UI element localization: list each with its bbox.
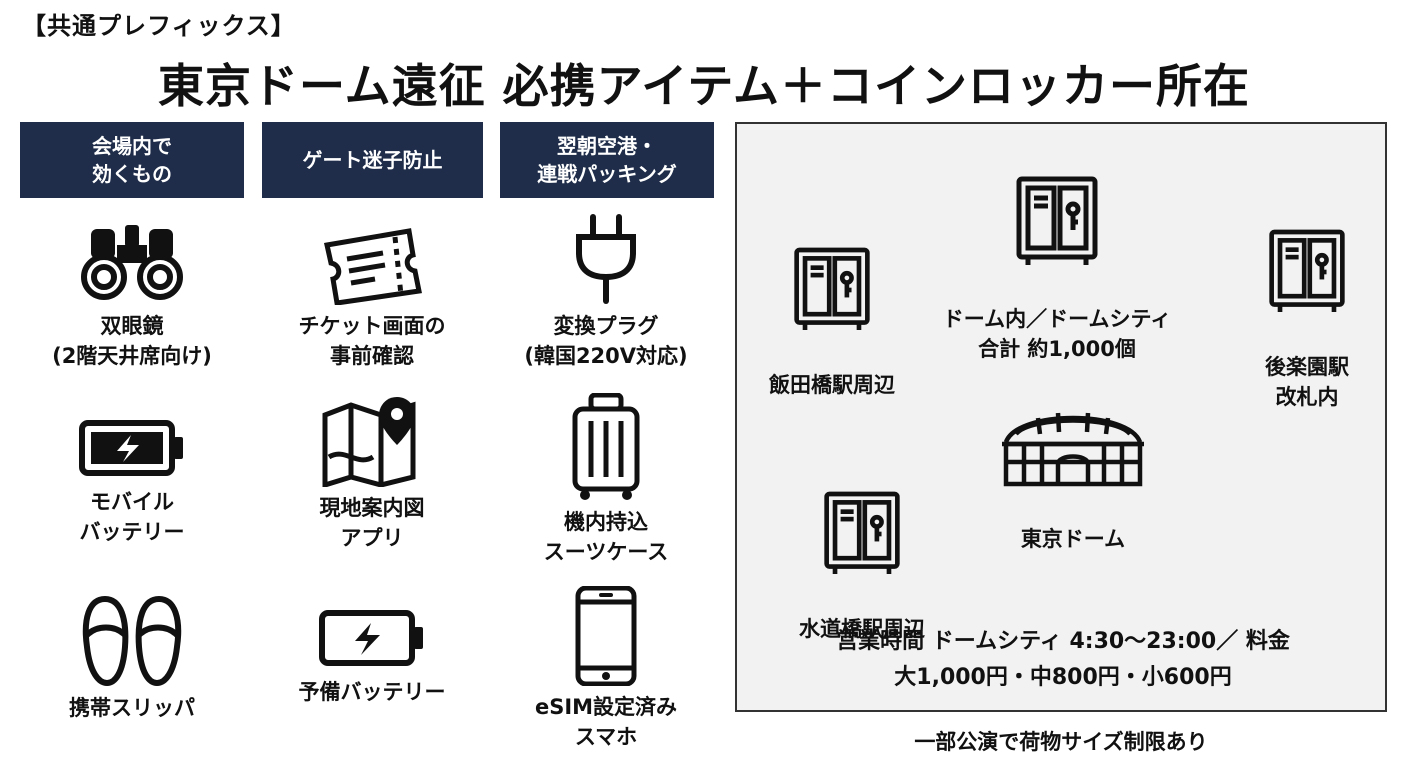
item-carry-on-suitcase: 機内持込 スーツケース [494,393,718,567]
item-slippers: 携帯スリッパ [20,595,244,723]
item-label: 機内持込 スーツケース [543,510,669,564]
item-label: 予備バッテリー [298,680,446,704]
location-label: ドーム内／ドームシティ 合計 約1,000個 [942,307,1172,361]
binoculars-icon [81,225,183,300]
locker-korakuen: 後楽園駅 改札内 [1237,198,1377,442]
size-limit-note: 一部公演で荷物サイズ制限あり [914,730,1208,754]
locker-dome-city: ドーム内／ドームシティ 合計 約1,000個 [887,146,1227,394]
slippers-icon [82,595,182,687]
locker-map: ドーム内／ドームシティ 合計 約1,000個 飯田橋駅周辺 [735,122,1387,712]
battery-icon [79,420,183,476]
item-label: 現地案内図 アプリ [319,496,425,550]
column-header-packing: 翌朝空港・ 連戦パッキング [500,122,714,198]
item-label: チケット画面の 事前確認 [298,314,446,368]
tokyo-dome: 東京ドーム [973,374,1173,584]
stadium-icon [1002,412,1144,487]
smartphone-icon [575,586,637,686]
locker-suidobashi: 水道橋駅周辺 [767,460,957,674]
item-ticket-check: チケット画面の 事前確認 [260,215,484,371]
column-header-venue: 会場内で 効くもの [20,122,244,198]
plug-icon [576,214,636,304]
locker-icon [824,491,900,574]
prefix-label: 【共通プレフィックス】 [22,12,296,40]
item-label: 携帯スリッパ [69,696,195,720]
item-mobile-battery: モバイル バッテリー [20,415,244,547]
item-spare-battery: 予備バッテリー [260,605,484,707]
item-label: 変換プラグ (韓国220V対応) [524,314,688,368]
item-label: モバイル バッテリー [79,490,185,544]
location-label: 水道橋駅周辺 [799,617,925,641]
item-label: 双眼鏡 (2階天井席向け) [52,314,212,368]
hours-and-fees: 営業時間 ドームシティ 4:30〜23:00／ 料金 大1,000円・中800円… [737,624,1389,696]
item-esim-phone: eSIM設定済み スマホ [494,586,718,752]
map-pin-icon [322,397,416,487]
location-label: 後楽園駅 改札内 [1265,355,1349,409]
ticket-icon [323,228,422,305]
battery-icon [319,610,423,666]
location-label: 東京ドーム [1020,527,1126,551]
locker-icon [1269,229,1345,312]
item-label: eSIM設定済み スマホ [534,695,678,749]
location-label: 飯田橋駅周辺 [769,373,895,397]
column-header-gate: ゲート迷子防止 [262,122,483,198]
locker-icon [1016,176,1098,265]
item-binoculars: 双眼鏡 (2階天井席向け) [20,215,244,371]
hours-text: 営業時間 ドームシティ 4:30〜23:00／ 料金 [836,629,1290,654]
fee-text: 大1,000円・中800円・小600円 [894,665,1232,690]
locker-icon [794,247,870,330]
suitcase-icon [572,393,640,500]
page-title: 東京ドーム遠征 必携アイテム＋コインロッカー所在 [157,59,1251,113]
locker-iidabashi: 飯田橋駅周辺 [747,216,917,430]
item-venue-map-app: 現地案内図 アプリ [260,397,484,553]
item-adapter-plug: 変換プラグ (韓国220V対応) [494,213,718,371]
